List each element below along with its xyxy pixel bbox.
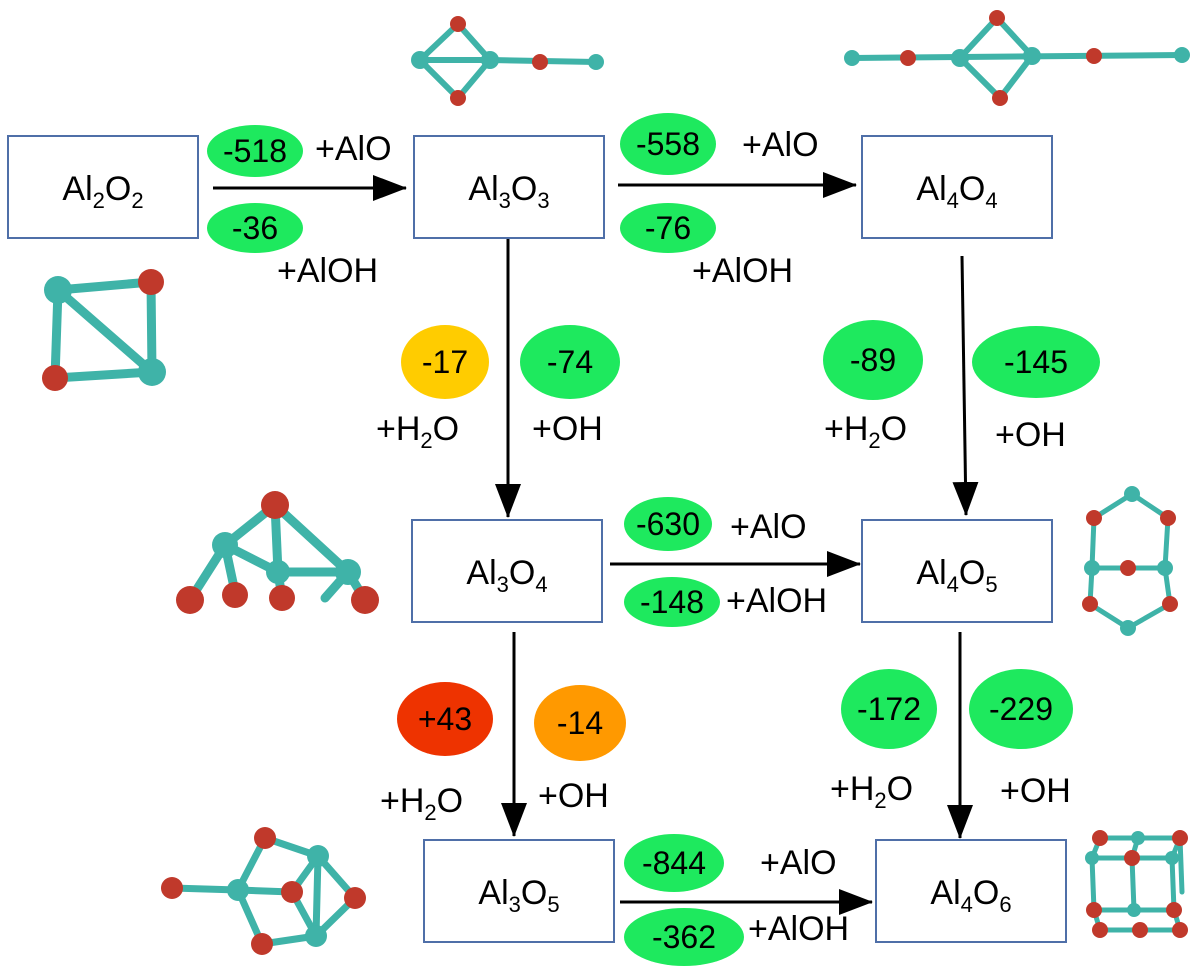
svg-text:-36: -36 <box>232 210 278 246</box>
label-h2o: +H2O <box>376 410 459 453</box>
label-aloh: +AlOH <box>277 252 378 290</box>
node-al4o5: Al4O5 <box>861 519 1053 623</box>
energy-badge-al3o4-al3o5-oh: -14 <box>534 685 626 761</box>
svg-text:-362: -362 <box>652 919 716 955</box>
energy-badge-al2o2-al3o3-aloh: -36 <box>207 203 303 253</box>
energy-badges: -518 -36 -558 -76 -17 -74 -89 -145 <box>207 113 1100 966</box>
reactant-labels: +AlO +AlOH +AlO +AlOH +H2O +OH +H2O +OH … <box>277 126 1071 948</box>
label-oh: +OH <box>532 410 603 448</box>
svg-text:Al4O4: Al4O4 <box>916 170 997 213</box>
svg-text:-844: -844 <box>642 845 706 881</box>
energy-badge-al4o4-al4o5-h2o: -89 <box>823 320 923 400</box>
energy-badge-al4o5-al4o6-h2o: -172 <box>841 669 937 749</box>
energy-badge-al3o5-al4o6-alo: -844 <box>624 834 724 892</box>
arrows <box>213 172 979 915</box>
label-h2o: +H2O <box>824 410 907 453</box>
arrow-al4o4-to-al4o5 <box>952 255 979 516</box>
molecule-al4o4 <box>844 10 1190 106</box>
svg-text:-229: -229 <box>989 691 1053 727</box>
energy-badge-al4o4-al4o5-oh: -145 <box>972 326 1100 398</box>
label-oh: +OH <box>538 777 609 815</box>
energy-badge-al3o4-al3o5-h2o: +43 <box>397 682 493 756</box>
energy-badge-al3o3-al4o4-alo: -558 <box>620 113 716 175</box>
label-h2o: +H2O <box>380 782 463 825</box>
label-h2o: +H2O <box>830 770 913 813</box>
energy-badge-al3o3-al3o4-h2o: -17 <box>401 325 489 399</box>
svg-text:-172: -172 <box>857 691 921 727</box>
energy-badge-al2o2-al3o3-alo: -518 <box>207 125 303 177</box>
label-oh: +OH <box>995 416 1066 454</box>
svg-text:Al4O5: Al4O5 <box>916 554 997 597</box>
label-aloh: +AlOH <box>748 910 849 948</box>
label-oh: +OH <box>1000 772 1071 810</box>
svg-text:Al3O3: Al3O3 <box>468 170 549 213</box>
molecule-al2o2 <box>42 269 166 391</box>
molecule-structures <box>42 10 1190 955</box>
node-al2o2: Al2O2 <box>7 135 199 239</box>
svg-text:-14: -14 <box>557 705 603 741</box>
node-al4o6: Al4O6 <box>875 839 1067 943</box>
svg-text:Al4O6: Al4O6 <box>930 874 1011 917</box>
molecule-al4o6 <box>1085 830 1188 938</box>
molecule-al3o5 <box>161 827 366 955</box>
label-alo: +AlO <box>730 508 807 546</box>
label-aloh: +AlOH <box>726 582 827 620</box>
svg-text:-558: -558 <box>636 126 700 162</box>
svg-text:-89: -89 <box>850 342 896 378</box>
node-al4o4: Al4O4 <box>861 135 1053 239</box>
energy-badge-al3o5-al4o6-aloh: -362 <box>624 908 744 966</box>
energy-badge-al3o4-al4o5-alo: -630 <box>624 497 712 551</box>
node-al3o5: Al3O5 <box>423 839 615 943</box>
node-al3o3: Al3O3 <box>413 135 605 239</box>
label-alo: +AlO <box>760 844 837 882</box>
svg-text:-17: -17 <box>422 344 468 380</box>
svg-text:-148: -148 <box>640 584 704 620</box>
svg-text:-145: -145 <box>1004 344 1068 380</box>
svg-text:Al3O4: Al3O4 <box>466 554 547 597</box>
energy-badge-al3o3-al3o4-oh: -74 <box>520 325 620 399</box>
svg-text:-518: -518 <box>223 133 287 169</box>
label-alo: +AlO <box>742 126 819 164</box>
svg-text:Al3O5: Al3O5 <box>478 874 559 917</box>
svg-text:Al2O2: Al2O2 <box>62 170 143 213</box>
svg-text:-630: -630 <box>636 506 700 542</box>
energy-badge-al3o3-al4o4-aloh: -76 <box>620 203 716 253</box>
label-alo: +AlO <box>315 130 392 168</box>
energy-badge-al3o4-al4o5-aloh: -148 <box>624 577 720 627</box>
svg-text:-76: -76 <box>645 210 691 246</box>
molecule-al4o5 <box>1082 486 1178 636</box>
energy-badge-al4o5-al4o6-oh: -229 <box>969 669 1073 749</box>
svg-text:+43: +43 <box>418 701 472 737</box>
node-al3o4: Al3O4 <box>411 519 603 623</box>
molecule-al3o4 <box>176 491 379 614</box>
label-aloh: +AlOH <box>692 252 793 290</box>
molecule-al3o3 <box>411 16 604 106</box>
svg-text:-74: -74 <box>547 344 593 380</box>
